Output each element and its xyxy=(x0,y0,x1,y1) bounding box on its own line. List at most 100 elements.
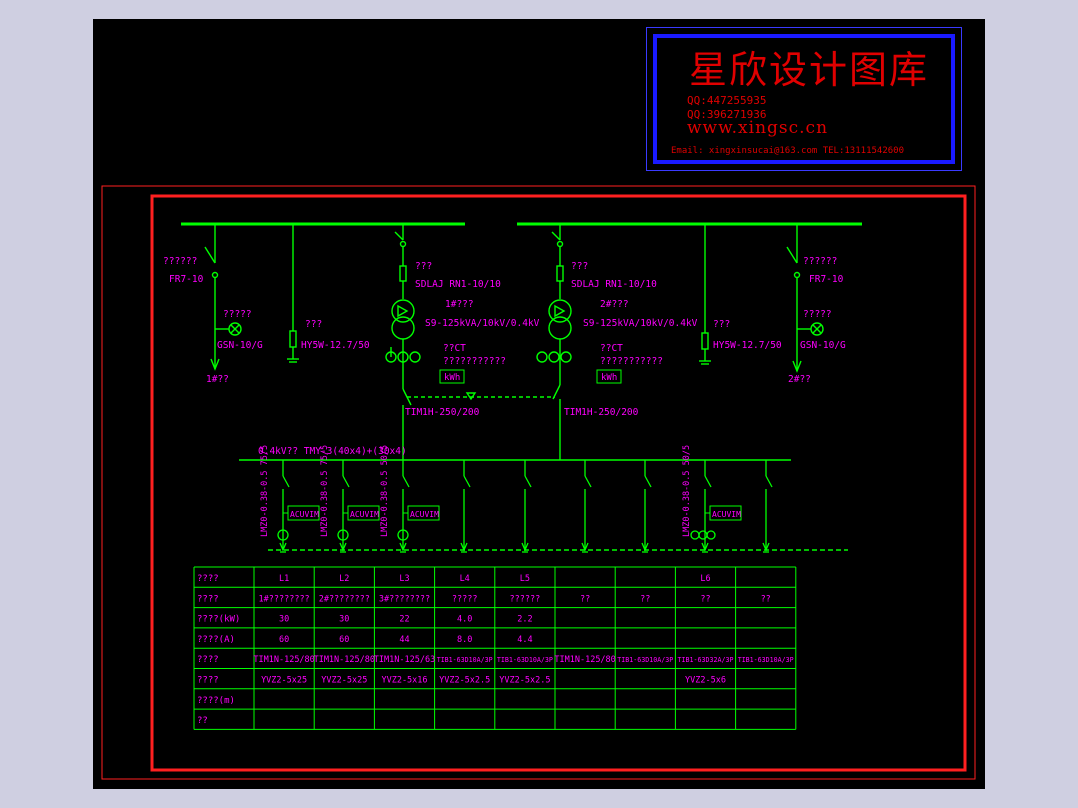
table-cell: ?? xyxy=(761,594,771,604)
table-cell: 60 xyxy=(279,635,289,645)
table-cell: ?? xyxy=(640,594,650,604)
arrester-left xyxy=(287,224,299,363)
t1-ct: ??CT xyxy=(443,343,466,354)
t1-fuse-model: SDLAJ RN1-10/10 xyxy=(415,279,501,290)
table-cell: 3#???????? xyxy=(379,594,430,604)
table-row-header: ???? xyxy=(197,655,219,665)
right-arrester-model: HY5W-12.7/50 xyxy=(713,340,782,351)
table-cell: L6 xyxy=(700,574,710,584)
t1-fuse-name: ??? xyxy=(415,261,432,272)
watermark-qq1: QQ:447255935 xyxy=(687,94,767,107)
table-cell: 30 xyxy=(339,615,349,625)
table-cell: 4.0 xyxy=(457,615,472,625)
acuvim-meter-8: ACUVIM xyxy=(705,505,742,521)
lv-feeder-7 xyxy=(641,460,652,553)
outer-frame xyxy=(101,185,976,780)
left-lamp-model: GSN-10/G xyxy=(217,340,263,351)
table-cell: 30 xyxy=(279,615,289,625)
right-switch-name: ?????? xyxy=(803,256,837,267)
table-row-header: ?? xyxy=(197,716,208,726)
table-row-header: ???? xyxy=(197,594,219,604)
watermark-qq2: QQ:396271936 xyxy=(687,108,767,121)
table-cell: TIB1-63D10A/3P xyxy=(617,655,673,664)
ct-label-8: LMZ0-0.38-0.5 50/5 xyxy=(682,445,692,537)
svg-text:ACUVIM: ACUVIM xyxy=(712,510,741,519)
lv-feeder-6 xyxy=(581,460,592,553)
svg-text:kWh: kWh xyxy=(601,373,617,383)
table-cell: 60 xyxy=(339,635,349,645)
table-row-header: ???? xyxy=(197,574,219,584)
table-cell: ?? xyxy=(700,594,710,604)
table-cell: L2 xyxy=(339,574,349,584)
svg-text:ACUVIM: ACUVIM xyxy=(350,510,379,519)
right-switch-model: FR7-10 xyxy=(809,274,844,285)
lv-feeder-2 xyxy=(337,460,350,553)
t1-breaker: TIM1H-250/200 xyxy=(405,407,480,418)
table-cell: 4.4 xyxy=(517,635,532,645)
table-cell: TIM1N-125/80 xyxy=(554,655,615,665)
acuvim-meter-2: ACUVIM xyxy=(343,505,380,521)
incoming-feeder-right xyxy=(786,224,824,373)
table-cell: YVZ2-5x25 xyxy=(321,676,367,686)
left-switch-model: FR7-10 xyxy=(169,274,204,285)
svg-text:ACUVIM: ACUVIM xyxy=(410,510,439,519)
watermark-title: 星欣设计图库 xyxy=(689,48,930,92)
lv-feeder-4 xyxy=(460,460,471,553)
table-cell: L5 xyxy=(520,574,530,584)
table-cell: L1 xyxy=(279,574,289,584)
table-cell: ?????? xyxy=(510,594,541,604)
ct-label-3: LMZ0-0.38-0.5 50/5 xyxy=(380,445,390,537)
right-arrester-name: ??? xyxy=(713,319,730,330)
table-grid xyxy=(193,566,797,730)
table-cell: TIB1-63D10A/3P xyxy=(738,655,794,664)
watermark-contact: Email: xingxinsucai@163.com TEL:13111542… xyxy=(671,146,904,156)
t1-name: 1#??? xyxy=(445,299,474,310)
transformer-branch-2 xyxy=(536,224,572,460)
inner-frame xyxy=(150,194,967,772)
table-cell: 2.2 xyxy=(517,615,532,625)
table-row-header: ????(kW) xyxy=(197,615,240,625)
table-cell: TIB1-63D10A/3P xyxy=(497,655,553,664)
left-arrester-name: ??? xyxy=(305,319,322,330)
table-cell: L4 xyxy=(460,574,470,584)
kwh-meter-2: kWh xyxy=(596,369,622,384)
lv-feeder-9 xyxy=(762,460,773,553)
table-row-header: ????(m) xyxy=(197,696,235,706)
transformer-branch-1 xyxy=(385,224,421,460)
svg-text:kWh: kWh xyxy=(444,373,460,383)
left-arrester-model: HY5W-12.7/50 xyxy=(301,340,370,351)
left-switch-name: ?????? xyxy=(163,256,197,267)
table-cell: YVZ2-5x16 xyxy=(381,676,427,686)
kwh-meter-1: kWh xyxy=(439,369,465,384)
t2-name: 2#??? xyxy=(600,299,629,310)
watermark-website: www.xingsc.cn xyxy=(687,118,829,138)
table-row-header: ???? xyxy=(197,676,219,686)
table-cell: ?? xyxy=(580,594,590,604)
t2-spec: S9-125kVA/10kV/0.4kV xyxy=(583,318,698,329)
lv-feeder-5 xyxy=(521,460,532,553)
ct-label-2: LMZ0-0.38-0.5 75/5 xyxy=(320,445,330,537)
table-cell: ????? xyxy=(452,594,478,604)
left-incoming: 1#?? xyxy=(206,374,229,385)
incoming-feeder-left xyxy=(204,224,242,371)
lv-bus-label: 0.4kV?? TMY-3(40x4)+(30x4) xyxy=(258,446,407,457)
table-row-header: ????(A) xyxy=(197,635,235,645)
table-cell: TIM1N-125/80 xyxy=(253,655,314,665)
table-cell: YVZ2-5x6 xyxy=(685,676,726,686)
t2-fuse-name: ??? xyxy=(571,261,588,272)
table-cell: YVZ2-5x25 xyxy=(261,676,307,686)
t2-fuse-model: SDLAJ RN1-10/10 xyxy=(571,279,657,290)
table-cell: 22 xyxy=(399,615,409,625)
acuvim-meter-1: ACUVIM xyxy=(283,505,320,521)
table-cell: YVZ2-5x2.5 xyxy=(439,676,490,686)
table-cell: TIB1-63D32A/3P xyxy=(678,655,734,664)
t2-breaker: TIM1H-250/200 xyxy=(564,407,639,418)
t2-ct: ??CT xyxy=(600,343,623,354)
feeder-table: ???????? ????(kW) ????(A)???????? ????(m)??… xyxy=(193,566,797,730)
tie-arrow xyxy=(465,392,477,401)
table-cell: 2#???????? xyxy=(319,594,370,604)
table-cell: 1#???????? xyxy=(259,594,310,604)
